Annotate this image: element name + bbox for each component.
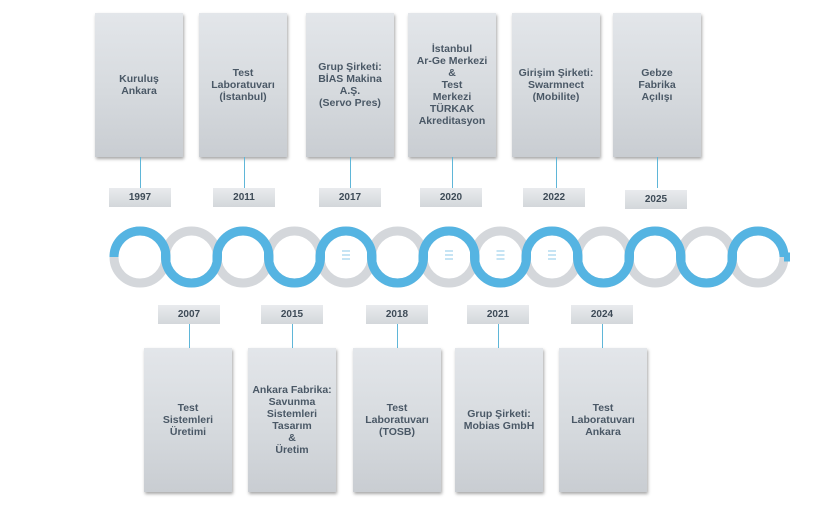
factory-icon bbox=[284, 249, 305, 264]
milestone-text: İstanbul Ar-Ge Merkezi & Test Merkezi TÜ… bbox=[416, 43, 488, 127]
lab-icon bbox=[232, 250, 254, 264]
milestone-card-1997: Kuruluş Ankara bbox=[95, 13, 183, 157]
year-label: 2018 bbox=[366, 305, 428, 324]
arrow-icon bbox=[747, 250, 770, 264]
year-label: 2022 bbox=[523, 188, 585, 207]
connector-line bbox=[452, 157, 453, 188]
milestone-text: Test Laboratuvarı (İstanbul) bbox=[211, 67, 275, 103]
year-label: 2024 bbox=[571, 305, 633, 324]
milestone-text: Test Laboratuvarı Ankara bbox=[571, 402, 635, 438]
connector-line bbox=[657, 157, 658, 188]
milestone-text: Grup Şirketi: BİAS Makina A.Ş. (Servo Pr… bbox=[318, 61, 382, 109]
tools-icon bbox=[180, 246, 203, 266]
milestone-text: Test Sistemleri Üretimi bbox=[162, 402, 214, 438]
office-icon bbox=[546, 248, 558, 265]
milestone-card-2022: Girişim Şirketi: Swarmnect (Mobilite) bbox=[512, 13, 600, 157]
connector-line bbox=[292, 324, 293, 348]
lab-icon bbox=[592, 250, 615, 264]
milestone-text: Kuruluş Ankara bbox=[119, 73, 159, 97]
connector-line bbox=[140, 157, 141, 188]
year-label: 2017 bbox=[319, 188, 381, 207]
wave-path bbox=[109, 226, 789, 288]
connector-line bbox=[244, 157, 245, 188]
connector-line bbox=[397, 324, 398, 348]
factory-icon bbox=[645, 249, 665, 264]
year-label: 1997 bbox=[109, 188, 171, 207]
building-icon bbox=[130, 246, 150, 264]
office-icon bbox=[494, 248, 507, 265]
milestone-text: Ankara Fabrika: Savunma Sistemleri Tasar… bbox=[252, 384, 332, 456]
connector-line bbox=[189, 324, 190, 348]
connector-line bbox=[556, 157, 557, 188]
milestone-card-2011: Test Laboratuvarı (İstanbul) bbox=[199, 13, 287, 157]
milestone-text: Test Laboratuvarı (TOSB) bbox=[365, 402, 429, 438]
connector-line bbox=[602, 324, 603, 348]
milestone-card-2024: Test Laboratuvarı Ankara bbox=[559, 348, 647, 492]
connector-line bbox=[350, 157, 351, 188]
milestone-text: Gebze Fabrika Açılışı bbox=[638, 67, 676, 103]
check-icon bbox=[388, 250, 408, 265]
milestone-card-2025: Gebze Fabrika Açılışı bbox=[613, 13, 701, 157]
milestone-card-2021: Grup Şirketi: Mobias GmbH bbox=[455, 348, 543, 492]
milestone-card-2007: Test Sistemleri Üretimi bbox=[144, 348, 232, 492]
connector-line bbox=[498, 324, 499, 348]
milestone-text: Grup Şirketi: Mobias GmbH bbox=[463, 408, 535, 432]
office-icon bbox=[340, 248, 352, 265]
milestone-text: Girişim Şirketi: Swarmnect (Mobilite) bbox=[518, 67, 594, 103]
milestone-card-2015: Ankara Fabrika: Savunma Sistemleri Tasar… bbox=[248, 348, 336, 492]
office-icon bbox=[443, 248, 455, 265]
year-label: 2015 bbox=[261, 305, 323, 324]
milestone-card-2017: Grup Şirketi: BİAS Makina A.Ş. (Servo Pr… bbox=[306, 13, 394, 157]
year-label: 2007 bbox=[158, 305, 220, 324]
year-label: 2020 bbox=[420, 188, 482, 207]
year-label: 2025 bbox=[625, 190, 687, 209]
milestone-card-2018: Test Laboratuvarı (TOSB) bbox=[353, 348, 441, 492]
year-label: 2021 bbox=[467, 305, 529, 324]
milestone-card-2020: İstanbul Ar-Ge Merkezi & Test Merkezi TÜ… bbox=[408, 13, 496, 157]
arrow-icon bbox=[695, 250, 719, 264]
year-label: 2011 bbox=[213, 188, 275, 207]
